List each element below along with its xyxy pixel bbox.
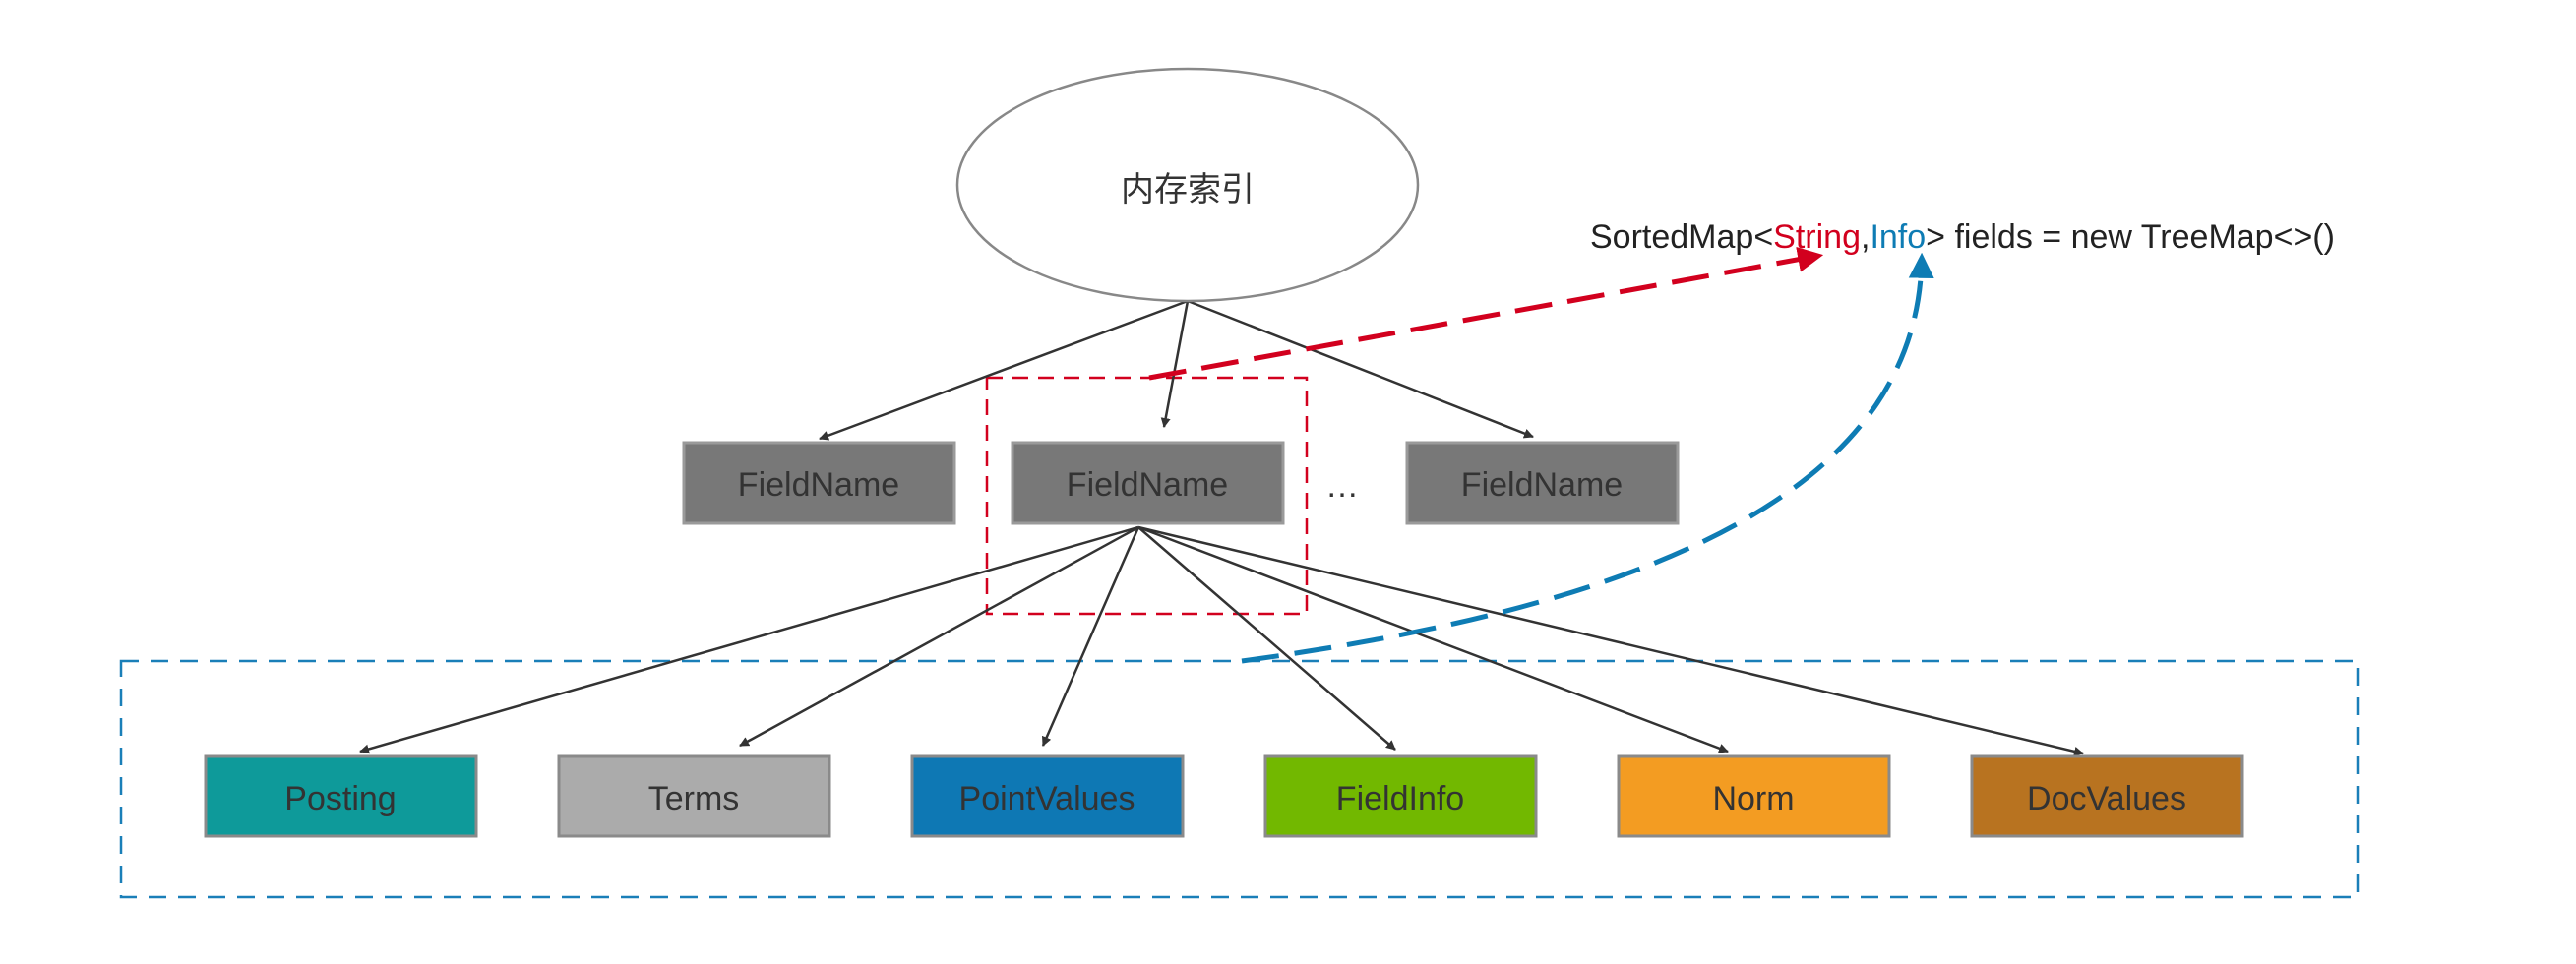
component-fieldinfo: FieldInfo	[1263, 754, 1538, 838]
field-name-box-1: FieldName	[682, 441, 956, 525]
field-name-to-string-arrow	[1148, 246, 1824, 381]
component-label: Norm	[1712, 780, 1794, 817]
component-label: Terms	[648, 780, 740, 817]
field-to-norm-arrow	[1137, 525, 1729, 753]
component-norm: Norm	[1617, 754, 1891, 838]
root-to-field-2-arrow	[1160, 300, 1190, 428]
component-label: DocValues	[2027, 780, 2186, 817]
components-to-info-arrow	[1241, 252, 1934, 664]
field-to-pointvalues-arrow	[1041, 526, 1140, 747]
root-to-field-3-arrow	[1187, 299, 1534, 439]
code-prefix: SortedMap<	[1590, 218, 1773, 256]
code-suffix: > fields = new TreeMap<>()	[1926, 218, 2335, 256]
component-terms: Terms	[557, 754, 831, 838]
code-comma: ,	[1861, 218, 1870, 256]
root-to-field-1-arrow	[819, 299, 1189, 441]
selected-field-box	[985, 376, 1309, 616]
component-label: Posting	[284, 780, 396, 817]
field-name-label: FieldName	[1067, 466, 1228, 504]
root-ellipse	[955, 67, 1420, 303]
component-posting: Posting	[204, 754, 478, 838]
root-connectors	[819, 299, 1534, 441]
field-name-box-3: FieldName	[1405, 441, 1680, 525]
root-node: 内存索引	[955, 67, 1420, 303]
field-to-docvalues-arrow	[1137, 525, 2084, 756]
field-row: FieldName FieldName … FieldName	[682, 441, 1680, 525]
component-label: FieldInfo	[1336, 780, 1464, 817]
code-key-type: String	[1773, 218, 1861, 256]
components-group-box	[119, 659, 2360, 899]
root-label: 内存索引	[1121, 170, 1255, 210]
component-pointvalues: PointValues	[910, 754, 1185, 838]
code-expression: SortedMap<String,Info> fields = new Tree…	[1590, 218, 2335, 256]
field-connectors	[359, 525, 2084, 756]
field-to-posting-arrow	[359, 525, 1139, 754]
code-value-type: Info	[1870, 218, 1926, 256]
field-name-label: FieldName	[738, 466, 899, 504]
ellipsis-text: …	[1325, 467, 1359, 505]
component-label: PointValues	[959, 780, 1135, 817]
component-docvalues: DocValues	[1970, 754, 2244, 838]
field-name-label: FieldName	[1461, 466, 1623, 504]
components-row: Posting Terms PointValues FieldInfo Norm…	[204, 754, 2244, 838]
field-to-terms-arrow	[739, 525, 1139, 748]
field-to-fieldinfo-arrow	[1137, 526, 1396, 751]
field-name-box-2: FieldName	[1011, 441, 1285, 525]
